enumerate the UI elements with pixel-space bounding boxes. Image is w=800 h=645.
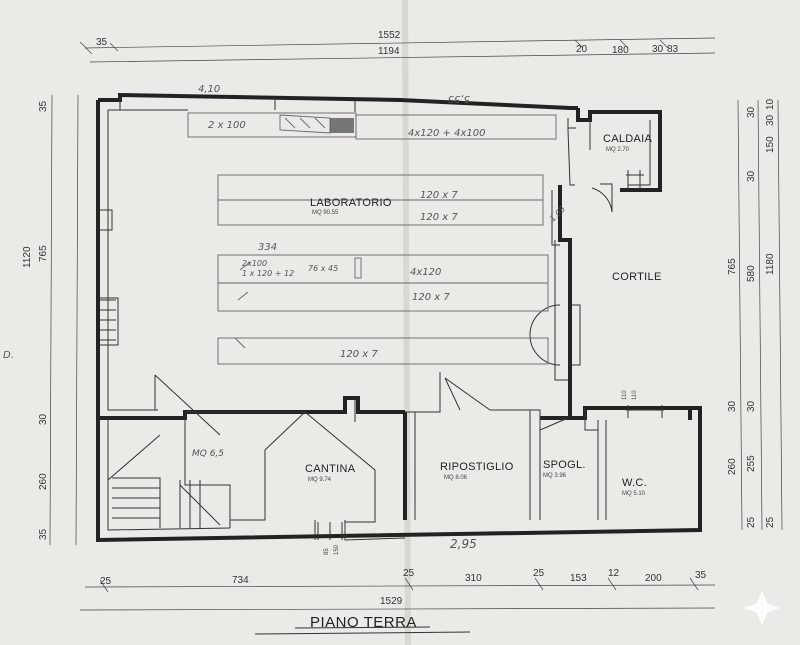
drawing-title: PIANO TERRA (254, 614, 471, 635)
benches (187, 112, 557, 365)
dim-left-g: 35 (38, 528, 49, 540)
dim-top-left: 35 (96, 37, 108, 48)
room-spogl-area: MQ 3.96 (543, 473, 567, 479)
window-dims: 110 110 150 85 (324, 390, 638, 555)
note-shelf-a: 2 x 100 (208, 120, 246, 131)
dim-right-k: 260 (727, 458, 738, 475)
sparkle-icon (744, 590, 780, 626)
dim-right-e: 30 (746, 170, 757, 182)
room-caldaia: CALDAIA (603, 133, 653, 145)
dim-right-g: 580 (746, 265, 757, 282)
dim-right-c: 30 (765, 114, 776, 126)
dim-bottom-d9: 35 (695, 570, 707, 581)
note-bench2-e: 120 x 7 (412, 292, 450, 303)
dim-window-bottom: 150 (334, 544, 340, 555)
dim-bottom-d8: 200 (645, 573, 662, 584)
note-bench1-a: 120 x 7 (420, 190, 458, 201)
note-bench2-b: 1 x 120 + 12 (242, 269, 294, 278)
note-bench2-d: 4x120 (410, 267, 441, 278)
dim-bottom-d6: 153 (570, 573, 587, 584)
dim-bottom-d3: 25 (403, 568, 415, 579)
right-dimensions: 30 10 30 150 30 765 580 1180 30 30 260 2… (727, 98, 783, 531)
dim-top-d3: 30 (652, 44, 664, 55)
dim-right-d: 150 (765, 136, 776, 153)
dim-top-inner: 1194 (378, 46, 400, 57)
note-bottom: 2,95 (450, 537, 477, 551)
room-wc: W.C. (622, 477, 647, 489)
dim-bottom-d4: 310 (465, 573, 482, 584)
dim-right-b: 10 (765, 98, 776, 110)
dim-top-d1: 20 (576, 44, 588, 55)
room-wc-area: MQ 5.10 (622, 491, 646, 497)
note-top-left: 4,10 (198, 84, 220, 95)
margin-note: D. (3, 350, 14, 361)
bottom-dimensions: 25 734 25 310 25 153 12 200 35 1529 (79, 568, 716, 611)
note-bench1-b: 120 x 7 (420, 212, 458, 223)
dim-bottom-d7: 12 (608, 568, 620, 579)
room-cortile: CORTILE (612, 271, 662, 283)
room-ripostiglio-area: MQ 8.06 (444, 475, 468, 481)
dim-right-j: 30 (746, 400, 757, 412)
dim-left-f: 260 (38, 473, 49, 490)
room-caldaia-area: MQ 2.70 (606, 147, 630, 153)
doors (444, 183, 613, 431)
room-cantina-area: MQ 9.74 (308, 477, 332, 483)
dim-top-d4: 83 (667, 44, 679, 55)
note-shelf-b: 4x120 + 4x100 (408, 128, 485, 139)
dim-bottom-d5: 25 (533, 568, 545, 579)
note-cantina: MQ 6,5 (192, 449, 224, 459)
dim-window-caldaia: 110 (622, 390, 628, 400)
dim-right-n: 25 (765, 516, 776, 528)
dim-right-m: 25 (746, 516, 757, 528)
dim-bottom-overall: 1529 (380, 596, 403, 607)
dim-left-a: 35 (38, 100, 49, 112)
dim-bottom-d2: 734 (232, 575, 249, 586)
note-top-mid: 5,55 (448, 93, 470, 104)
room-laboratorio: LABORATORIO (310, 197, 392, 209)
dim-left-e: 30 (38, 413, 49, 425)
top-dimensions: 1552 1194 35 20 180 30 83 (79, 30, 716, 63)
room-laboratorio-area: MQ 90.55 (312, 210, 339, 216)
dim-right-a: 30 (746, 106, 757, 118)
dim-window-wc: 110 (632, 390, 638, 400)
dim-bottom-d1: 25 (100, 576, 112, 587)
room-ripostiglio: RIPOSTIGLIO (440, 461, 514, 473)
plan-title: PIANO TERRA (310, 614, 417, 631)
dim-right-l: 255 (746, 455, 757, 472)
room-labels: LABORATORIO MQ 90.55 CALDAIA MQ 2.70 COR… (305, 133, 662, 497)
room-spogl: SPOGL. (543, 459, 586, 471)
dim-right-h: 1180 (765, 253, 776, 275)
note-bench3: 120 x 7 (340, 349, 378, 360)
note-mid: 334 (258, 242, 277, 253)
dim-door-bottom: 85 (324, 548, 330, 555)
left-dimensions: 35 1120 765 30 260 35 D. (3, 94, 79, 546)
note-bench2-c: 76 x 45 (308, 264, 338, 273)
dim-right-f: 765 (727, 258, 738, 275)
dim-left-c: 1120 (22, 246, 33, 268)
stairs (107, 434, 221, 528)
walls (96, 92, 702, 543)
room-cantina: CANTINA (305, 463, 356, 475)
paper-fold (402, 0, 411, 645)
note-bench2-a: 2x100 (242, 259, 267, 268)
dim-right-i: 30 (727, 400, 738, 412)
dim-left-d: 765 (38, 245, 49, 262)
dim-top-d2: 180 (612, 45, 629, 56)
dim-top-overall: 1552 (378, 30, 401, 41)
